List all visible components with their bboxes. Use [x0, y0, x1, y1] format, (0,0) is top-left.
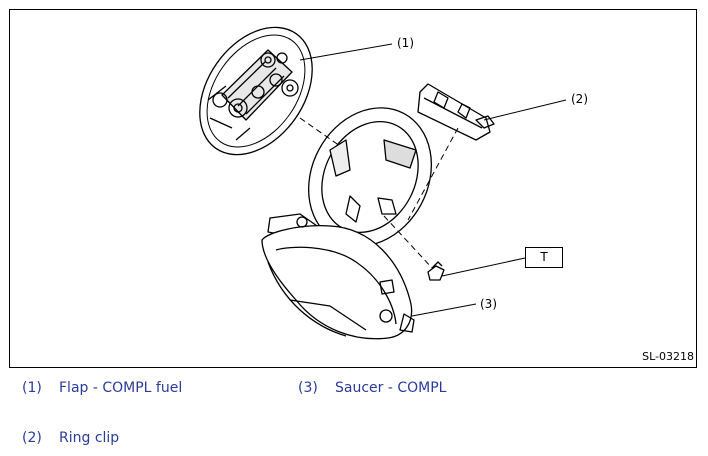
- legend-item-3: (3) Saucer - COMPL: [298, 380, 446, 396]
- ring-clip-part: [417, 83, 495, 141]
- legend-number: (3): [298, 380, 318, 396]
- torque-tag: T: [525, 247, 563, 268]
- fuel-flap-part: [199, 26, 313, 156]
- legend-item-2: (2) Ring clip: [22, 430, 119, 446]
- legend-text: Saucer - COMPL: [335, 380, 447, 396]
- legend-number: (2): [22, 430, 42, 446]
- leader-lines: [299, 43, 567, 317]
- figure-id: SL-03218: [642, 350, 694, 363]
- callout-3: (3): [480, 297, 497, 311]
- assembly-guide-lines: [299, 117, 459, 269]
- legend-item-1: (1) Flap - COMPL fuel: [22, 380, 182, 396]
- callout-1: (1): [397, 36, 414, 50]
- legend-text: Ring clip: [59, 430, 120, 446]
- screw-part: [427, 261, 445, 281]
- saucer-part: [261, 107, 433, 340]
- callout-2: (2): [571, 92, 588, 106]
- legend-text: Flap - COMPL fuel: [59, 380, 183, 396]
- legend-number: (1): [22, 380, 42, 396]
